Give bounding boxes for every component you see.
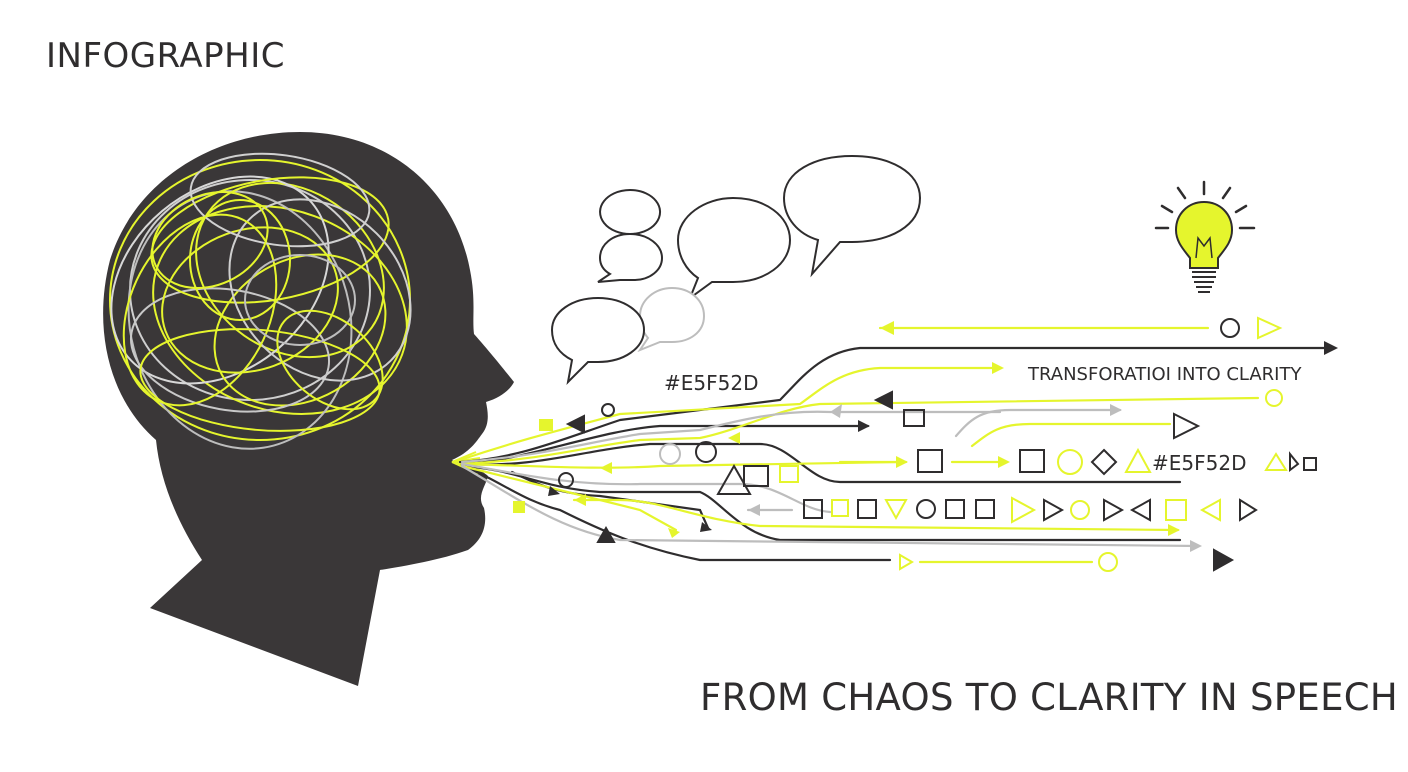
square-shape <box>975 499 995 519</box>
triangle-left-shape <box>1199 498 1221 522</box>
triangle-up-shape <box>1264 452 1288 471</box>
lightbulb-icon <box>1154 180 1256 293</box>
speech-bubble-icon <box>597 232 664 283</box>
circle-shape <box>601 403 615 417</box>
circle-shape <box>659 443 681 465</box>
circle-shape <box>1070 500 1090 520</box>
triangle-up-shape <box>1124 447 1152 473</box>
square-shape <box>513 501 525 513</box>
triangle-left-shape <box>565 414 585 434</box>
flow-line <box>458 346 1330 464</box>
page-title: INFOGRAPHIC <box>46 36 285 76</box>
arrow-left-icon <box>574 494 586 506</box>
arrow-right-icon <box>1324 341 1338 355</box>
speech-bubbles <box>550 154 922 385</box>
circle-shape <box>695 441 717 463</box>
flow-line <box>460 396 1260 466</box>
flow-line <box>460 442 1182 484</box>
flow-line <box>460 460 902 469</box>
circle-shape <box>916 499 936 519</box>
speech-bubble-icon <box>637 286 706 353</box>
arrow-right-icon <box>668 528 680 538</box>
arrow-left-icon <box>728 432 740 444</box>
square-shape <box>1165 499 1187 521</box>
flow-line <box>970 422 1172 448</box>
arrow-left-icon <box>880 321 894 335</box>
hex-code-label-upper: #E5F52D <box>664 371 759 395</box>
square-shape <box>917 449 943 473</box>
arrowheads <box>548 321 1338 552</box>
flow-line <box>460 464 678 532</box>
head-silhouette-icon <box>103 132 515 686</box>
circle-shape <box>558 472 574 488</box>
arrow-right-icon <box>548 486 560 496</box>
speech-bubble-icon <box>599 189 661 235</box>
hex-code-label-lower: #E5F52D <box>1152 451 1247 475</box>
circle-shape <box>1265 389 1283 407</box>
scribble-tangle-icon <box>109 152 412 450</box>
arrow-right-icon <box>1190 540 1202 552</box>
arrow-left-icon <box>600 462 612 474</box>
flow-lines <box>458 326 1330 564</box>
speech-bubble-icon <box>550 296 646 385</box>
square-shape <box>779 465 799 483</box>
headline: FROM CHAOS TO CLARITY IN SPEECH <box>700 676 1399 719</box>
square-shape <box>945 499 965 519</box>
triangle-left-shape <box>1129 498 1151 522</box>
triangle-right-shape <box>1239 498 1258 522</box>
transformation-label: TRANSFORATIOI INTO CLARITY <box>1028 364 1302 385</box>
triangle-right-shape <box>1257 316 1283 340</box>
triangle-right-shape <box>1173 412 1201 440</box>
flow-line <box>572 498 1180 532</box>
triangle-up-shape <box>596 525 616 543</box>
arrow-right-icon <box>896 456 908 468</box>
circle-shape <box>1057 449 1083 475</box>
circle-shape <box>1098 552 1118 572</box>
arrow-right-icon <box>998 456 1010 468</box>
arrow-right-icon <box>858 420 870 432</box>
arrow-left-icon <box>830 404 842 418</box>
square-shape <box>903 409 925 427</box>
square-shape <box>539 419 553 431</box>
flow-shapes <box>513 316 1317 572</box>
triangle-right-shape <box>1043 498 1065 522</box>
flow-line <box>460 410 1002 464</box>
triangle-right-shape <box>1011 496 1037 524</box>
flow-line <box>460 464 892 562</box>
triangle-right-shape <box>1213 548 1235 572</box>
speech-bubble-icon <box>676 196 792 301</box>
arrow-left-icon <box>748 504 760 516</box>
flow-line <box>458 366 1002 462</box>
arrow-right-icon <box>1168 524 1180 536</box>
speech-bubble-icon <box>782 154 922 278</box>
square-shape <box>831 499 849 517</box>
triangle-right-shape <box>899 553 914 571</box>
arrow-scribble-shape <box>1289 451 1300 472</box>
arrow-right-icon <box>700 522 712 532</box>
square-shape <box>1303 457 1317 471</box>
arrow-right-icon <box>992 362 1004 374</box>
square-shape <box>857 499 877 519</box>
circle-shape <box>1220 318 1240 338</box>
flow-line <box>460 462 832 514</box>
diamond-shape <box>1090 448 1118 476</box>
flow-line <box>954 408 1122 438</box>
square-shape <box>743 465 769 487</box>
triangle-up-shape <box>716 463 752 495</box>
square-shape <box>1019 449 1045 473</box>
triangle-down-shape <box>884 499 908 521</box>
triangle-left-shape <box>873 390 893 410</box>
triangle-right-shape <box>1103 498 1125 522</box>
square-shape <box>803 499 823 519</box>
arrow-right-icon <box>1110 404 1122 416</box>
